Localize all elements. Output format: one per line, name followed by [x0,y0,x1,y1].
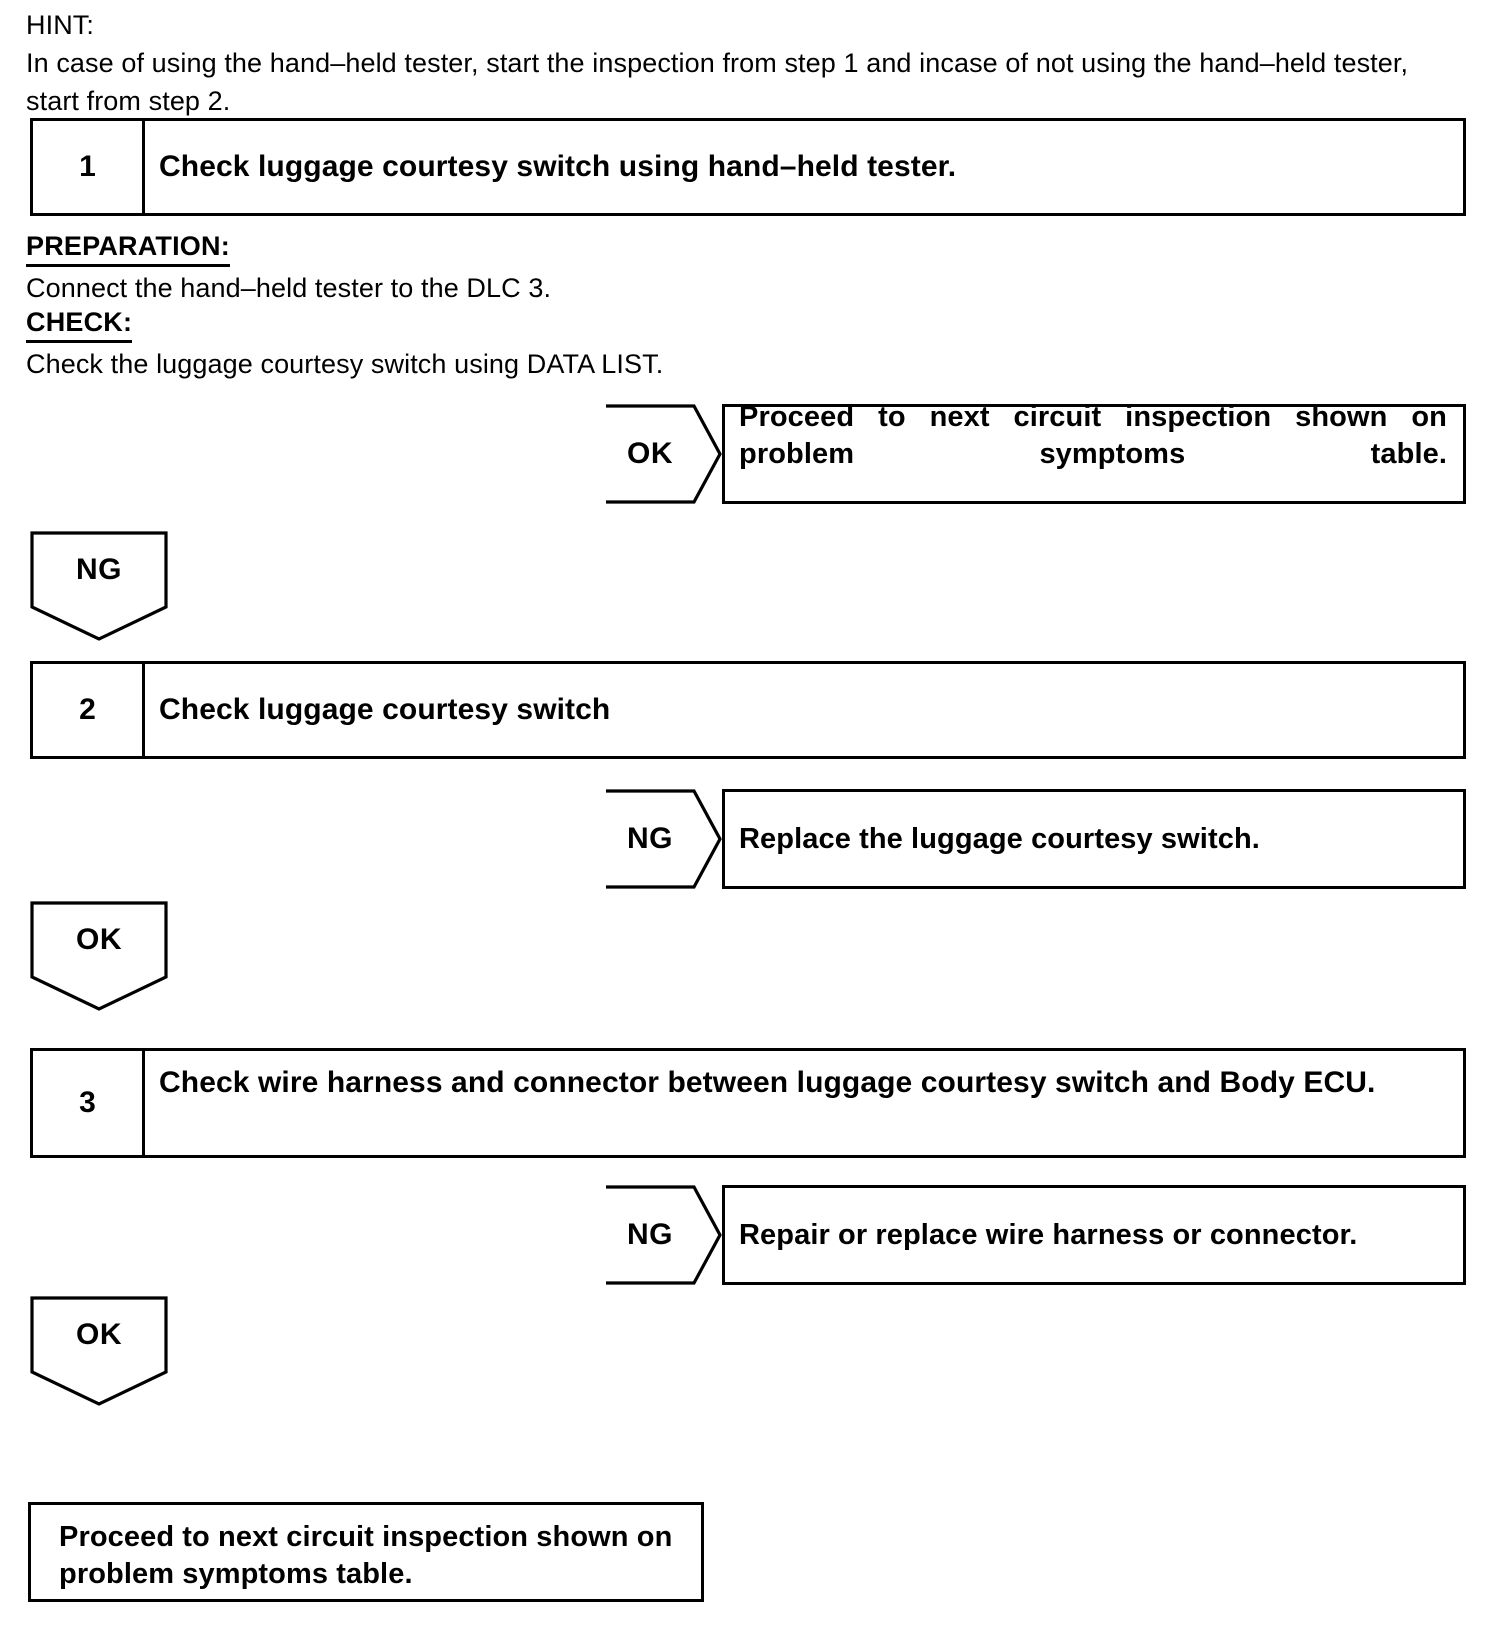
final-result-box[interactable]: Proceed to next circuit inspection shown… [28,1502,704,1602]
result-text-3: Repair or replace wire harness or connec… [739,1218,1358,1251]
branch-ok-1: OK [604,404,748,504]
ng-label-1: NG [76,553,122,586]
step-number-3: 3 [33,1051,145,1155]
ok-label-2: OK [76,923,122,956]
branch-ng-2: NG [604,789,748,889]
step-box-3[interactable]: 3 Check wire harness and connector betwe… [30,1048,1466,1158]
ng-label-3: NG [627,1218,673,1251]
branch-ng-3: NG [604,1185,748,1285]
step-box-1[interactable]: 1 Check luggage courtesy switch using ha… [30,118,1466,216]
step-number-2: 2 [33,664,145,756]
step-title-1: Check luggage courtesy switch using hand… [159,150,957,183]
result-box-3[interactable]: Repair or replace wire harness or connec… [722,1185,1466,1285]
step-1-preparation: PREPARATION: Connect the hand–held teste… [26,228,551,307]
hint-block: HINT: In case of using the hand–held tes… [26,6,1446,120]
branch-ng-1: NG [30,531,168,641]
step-title-2: Check luggage courtesy switch [159,693,611,726]
hint-label: HINT: [26,10,94,40]
branch-ok-3: OK [30,1296,168,1406]
result-text-2: Replace the luggage courtesy switch. [739,822,1260,855]
step-box-2[interactable]: 2 Check luggage courtesy switch [30,661,1466,759]
ok-arrow-shape-1 [604,404,722,504]
preparation-heading: PREPARATION: [26,228,230,267]
ng-arrow-shape-3 [604,1185,722,1285]
branch-ok-2: OK [30,901,168,1011]
step-number-1: 1 [33,121,145,213]
ng-arrow-shape-2 [604,789,722,889]
step-title-3: Check wire harness and connector between… [159,1066,1376,1099]
check-heading: CHECK: [26,304,133,343]
check-text: Check the luggage courtesy switch using … [26,349,664,379]
hint-text: In case of using the hand–held tester, s… [26,48,1409,116]
ok-label-1: OK [627,437,673,470]
ng-label-2: NG [627,822,673,855]
ok-label-3: OK [76,1318,122,1351]
result-box-1[interactable]: Proceed to next circuit inspection shown… [722,401,1466,504]
result-box-2[interactable]: Replace the luggage courtesy switch. [722,789,1466,889]
step-1-check: CHECK: Check the luggage courtesy switch… [26,304,663,383]
final-result-text: Proceed to next circuit inspection shown… [59,1521,673,1590]
preparation-text: Connect the hand–held tester to the DLC … [26,273,552,303]
result-text-1: Proceed to next circuit inspection shown… [739,400,1447,470]
